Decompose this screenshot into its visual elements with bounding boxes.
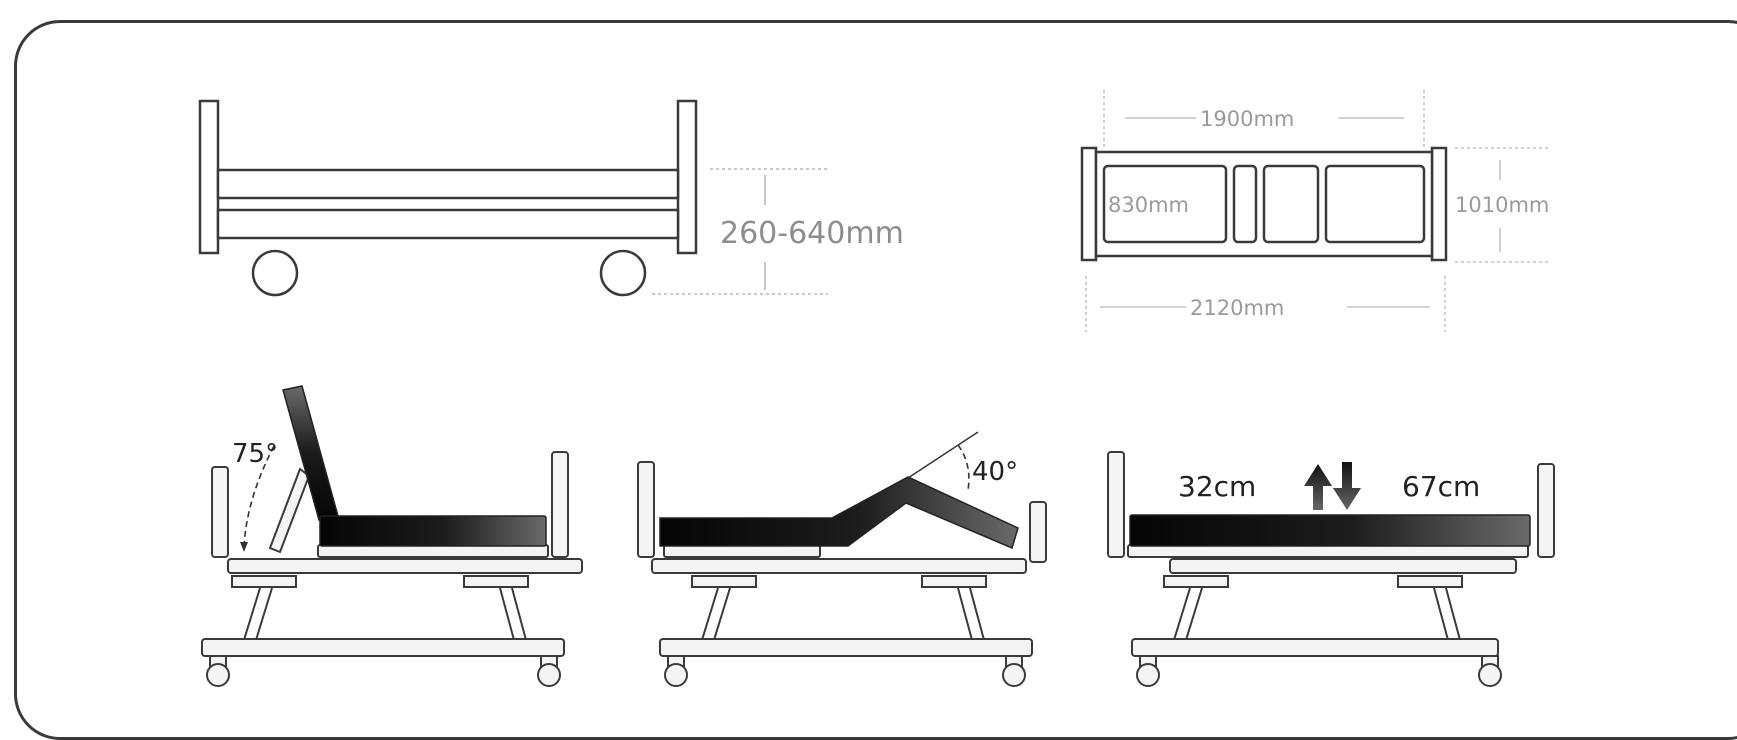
side-wheel-left	[251, 249, 299, 297]
top-panel-2	[1232, 164, 1258, 244]
side-wheel-right	[599, 249, 647, 297]
height-max-label: 67cm	[1402, 470, 1480, 503]
top-total-length-label: 2120mm	[1190, 296, 1284, 320]
top-view	[1080, 146, 1448, 262]
top-length-label: 1900mm	[1200, 107, 1294, 131]
bed-backrest-view	[201, 385, 583, 687]
side-rail-upper	[216, 168, 680, 200]
seat-mattress-1	[319, 515, 547, 547]
frame-card	[14, 20, 1737, 740]
side-headboard	[198, 99, 220, 255]
top-inner-width-label: 830mm	[1108, 193, 1189, 217]
bed-specs-diagram: 260-640mm 1900mm 830mm 1010mm 2120mm	[198, 90, 1555, 687]
top-dimension-guides	[1085, 90, 1550, 332]
knee-angle-label: 40°	[972, 457, 1018, 487]
top-panel-1	[1102, 164, 1228, 244]
top-outer-width-label: 1010mm	[1455, 193, 1549, 217]
angle-arc-75	[243, 445, 275, 549]
seat-mattress-3	[1129, 514, 1531, 547]
arrow-up-icon	[1304, 464, 1332, 510]
arrow-down-icon	[1333, 462, 1361, 510]
angle-arc-40	[957, 444, 970, 491]
side-view	[198, 99, 698, 297]
backrest-angle-label: 75°	[232, 439, 278, 469]
side-rail-lower	[216, 208, 680, 240]
height-min-label: 32cm	[1178, 470, 1256, 503]
top-footboard	[1430, 146, 1448, 262]
top-panel-3	[1262, 164, 1320, 244]
knee-mattress	[659, 476, 1019, 550]
top-panel-4	[1324, 164, 1426, 244]
side-height-dimension	[652, 168, 828, 295]
knee-angle-guide	[907, 431, 979, 479]
bed-height-view	[1107, 451, 1555, 687]
top-headboard	[1080, 146, 1098, 262]
side-height-label: 260-640mm	[720, 216, 904, 251]
side-footboard	[676, 99, 698, 255]
bed-knee-view	[637, 431, 1047, 687]
